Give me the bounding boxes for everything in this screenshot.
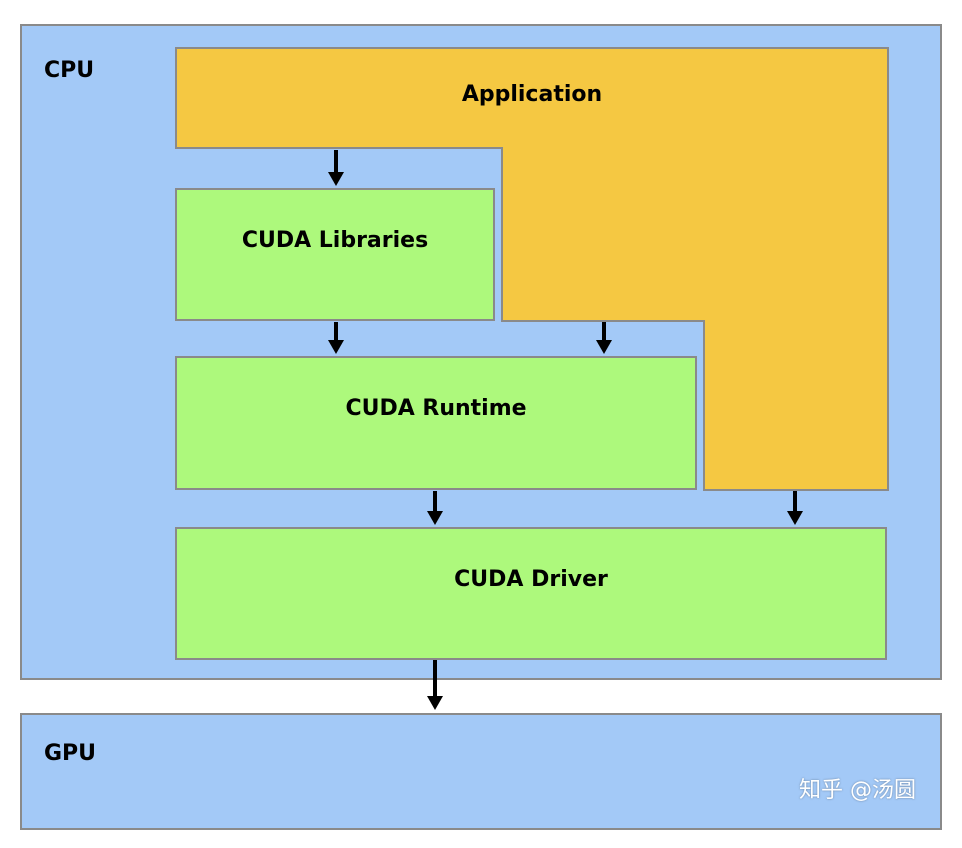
cuda-libraries-label: CUDA Libraries (241, 228, 429, 253)
cuda-libraries-block: CUDA Libraries (175, 188, 495, 321)
watermark: 知乎 @汤圆 (799, 778, 916, 803)
gpu-region: GPU 知乎 @汤圆 (20, 713, 942, 830)
cuda-runtime-block: CUDA Runtime (175, 356, 697, 490)
gpu-label: GPU (44, 741, 97, 766)
cuda-driver-label: CUDA Driver (454, 567, 608, 592)
application-shape (175, 47, 889, 491)
cpu-label: CPU (44, 58, 95, 83)
cuda-runtime-label: CUDA Runtime (345, 396, 527, 421)
application-label: Application (461, 82, 603, 107)
cuda-driver-block: CUDA Driver (175, 527, 887, 660)
